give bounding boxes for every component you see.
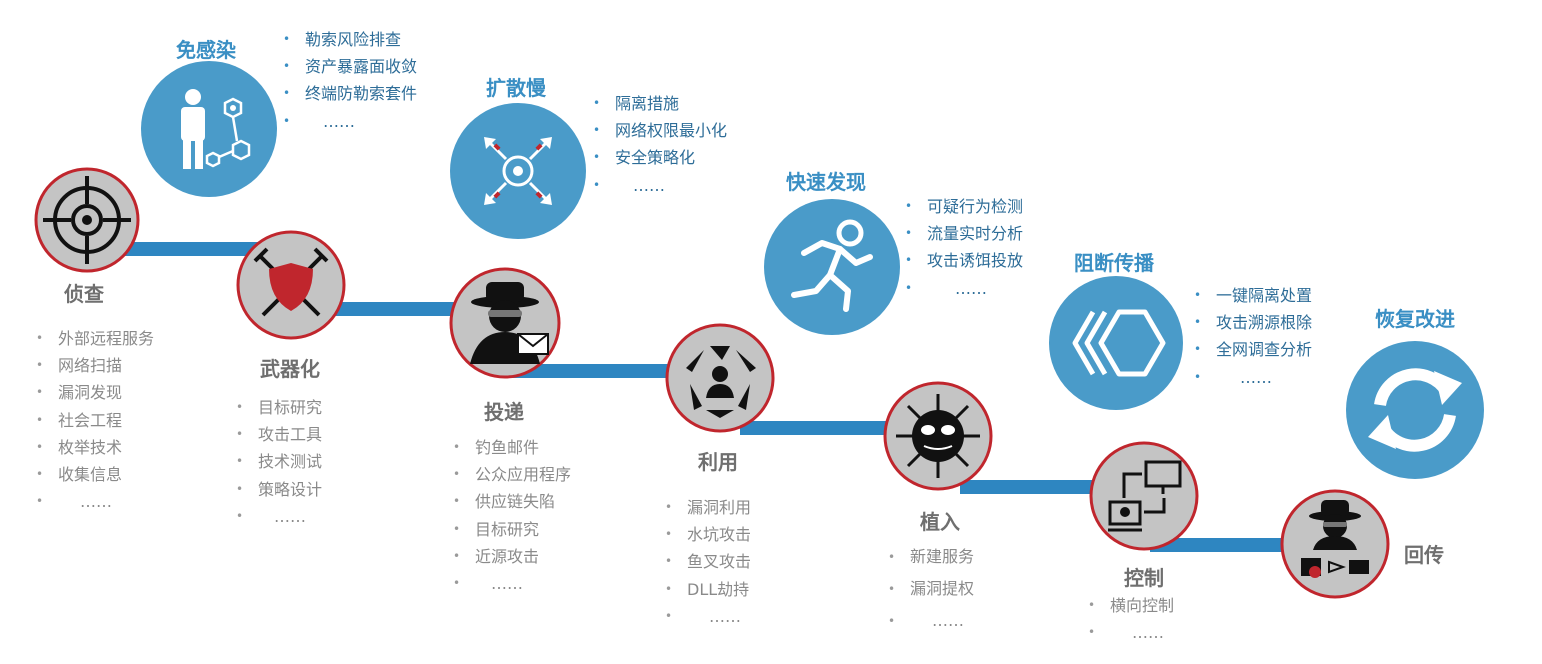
- list-item: 技术测试: [236, 448, 322, 475]
- stage-title-weaponize: 武器化: [260, 357, 320, 381]
- list-item: 鱼叉攻击: [665, 548, 751, 575]
- list-item: 漏洞提权: [888, 573, 974, 605]
- list-item: 收集信息: [36, 461, 154, 488]
- defense-title-block-spread: 阻断传播: [1074, 251, 1154, 275]
- list-item: 策略设计: [236, 476, 322, 503]
- list-item: 漏洞发现: [36, 379, 154, 406]
- defense-title-slow-spread: 扩散慢: [486, 76, 546, 100]
- connector-4: [740, 421, 910, 435]
- list-item: 可疑行为检测: [905, 193, 1023, 220]
- list-item: 攻击工具: [236, 421, 322, 448]
- list-item: 隔离措施: [593, 90, 727, 117]
- list-item: ……: [453, 570, 571, 597]
- stage-title-recon: 侦查: [64, 282, 104, 306]
- list-item: 网络权限最小化: [593, 117, 727, 144]
- connector-6: [1150, 538, 1300, 552]
- stage-list-weaponize: 目标研究 攻击工具 技术测试 策略设计 ……: [236, 394, 322, 530]
- list-item: 终端防勒索套件: [283, 80, 417, 107]
- list-item: 外部远程服务: [36, 325, 154, 352]
- defense-list-slow-spread: 隔离措施 网络权限最小化 安全策略化 ……: [593, 90, 727, 199]
- list-item: 钓鱼邮件: [453, 434, 571, 461]
- hacker-mail-icon: [449, 267, 561, 379]
- defense-list-rapid-detection: 可疑行为检测 流量实时分析 攻击诱饵投放 ……: [905, 193, 1023, 302]
- virus-icon: [883, 381, 993, 491]
- connector-5: [960, 480, 1110, 494]
- stage-list-recon: 外部远程服务 网络扫描 漏洞发现 社会工程 枚举技术 收集信息 ……: [36, 325, 154, 516]
- list-item: 漏洞利用: [665, 494, 751, 521]
- list-item: ……: [905, 275, 1023, 302]
- list-item: 枚举技术: [36, 434, 154, 461]
- list-item: ……: [1194, 364, 1312, 391]
- stage-list-exploit: 漏洞利用 水坑攻击 鱼叉攻击 DLL劫持 ……: [665, 494, 751, 630]
- connector-3: [512, 364, 682, 378]
- list-item: ……: [593, 172, 727, 199]
- list-item: 攻击溯源根除: [1194, 309, 1312, 336]
- list-item: 公众应用程序: [453, 461, 571, 488]
- list-item: 社会工程: [36, 407, 154, 434]
- chevrons-block-icon: [1049, 276, 1183, 410]
- hacker-exfiltration-icon: [1280, 489, 1390, 599]
- stage-list-delivery: 钓鱼邮件 公众应用程序 供应链失陷 目标研究 近源攻击 ……: [453, 434, 571, 597]
- recycle-user-icon: [665, 323, 775, 433]
- list-item: 横向控制: [1088, 592, 1174, 619]
- stage-title-exploit: 利用: [698, 450, 738, 474]
- stage-title-exfiltration: 回传: [1404, 543, 1444, 567]
- list-item: ……: [888, 605, 974, 637]
- list-item: 勒索风险排查: [283, 26, 417, 53]
- list-item: ……: [283, 108, 417, 135]
- list-item: 安全策略化: [593, 144, 727, 171]
- person-molecule-icon: [141, 61, 277, 197]
- defense-list-prevent: 勒索风险排查 资产暴露面收敛 终端防勒索套件 ……: [283, 26, 417, 135]
- list-item: 一键隔离处置: [1194, 282, 1312, 309]
- list-item: 近源攻击: [453, 543, 571, 570]
- list-item: 目标研究: [236, 394, 322, 421]
- defense-title-recovery: 恢复改进: [1375, 307, 1455, 331]
- stage-list-control: 横向控制 ……: [1088, 592, 1174, 647]
- defense-title-rapid-detection: 快速发现: [786, 170, 866, 194]
- connector-1: [112, 242, 262, 256]
- list-item: DLL劫持: [665, 576, 751, 603]
- list-item: ……: [36, 488, 154, 515]
- shield-swords-icon: [236, 230, 346, 340]
- crosshair-icon: [34, 167, 140, 273]
- defense-list-block-spread: 一键隔离处置 攻击溯源根除 全网调查分析 ……: [1194, 282, 1312, 391]
- stage-list-install: 新建服务 漏洞提权 ……: [888, 541, 974, 637]
- stage-title-control: 控制: [1124, 566, 1164, 590]
- list-item: ……: [1088, 619, 1174, 646]
- list-item: 攻击诱饵投放: [905, 247, 1023, 274]
- list-item: 资产暴露面收敛: [283, 53, 417, 80]
- list-item: 网络扫描: [36, 352, 154, 379]
- list-item: 流量实时分析: [905, 220, 1023, 247]
- list-item: 全网调查分析: [1194, 336, 1312, 363]
- list-item: 水坑攻击: [665, 521, 751, 548]
- isolation-target-icon: [450, 103, 586, 239]
- list-item: 新建服务: [888, 541, 974, 573]
- refresh-icon: [1346, 341, 1484, 479]
- network-control-icon: [1089, 441, 1199, 551]
- list-item: ……: [236, 503, 322, 530]
- list-item: ……: [665, 603, 751, 630]
- connector-2: [322, 302, 472, 316]
- stage-title-delivery: 投递: [484, 400, 524, 424]
- list-item: 目标研究: [453, 516, 571, 543]
- list-item: 供应链失陷: [453, 488, 571, 515]
- defense-title-prevent: 免感染: [176, 38, 236, 62]
- stage-title-install: 植入: [920, 510, 960, 534]
- running-person-icon: [764, 199, 900, 335]
